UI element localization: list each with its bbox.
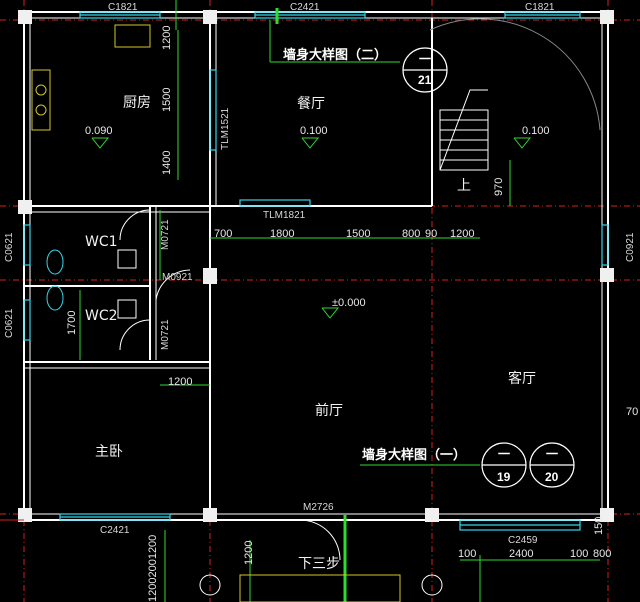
columns xyxy=(18,10,614,522)
dim-1400: 1400 xyxy=(161,151,173,175)
staircase xyxy=(429,18,601,171)
dim-800-b: 800 xyxy=(593,548,611,560)
dim-1200-bottom-mid: 1200 xyxy=(243,541,255,565)
code-c0621-a: C0621 xyxy=(4,232,15,262)
dim-1700: 1700 xyxy=(66,311,78,335)
dim-90: 90 xyxy=(425,228,437,240)
wc2-label: WC2 xyxy=(85,308,118,324)
dim-2400: 2400 xyxy=(509,548,533,560)
code-c1821-left: C1821 xyxy=(108,2,138,13)
living-room-label: 客厅 xyxy=(508,370,536,387)
living-level: 0.100 xyxy=(522,125,550,137)
dim-1500-mid: 1500 xyxy=(161,88,173,112)
dim-1200-row: 1200 xyxy=(450,228,474,240)
code-m0721-b: M0721 xyxy=(160,319,171,350)
bubble-19-number: 19 xyxy=(497,470,511,484)
code-tlm1821: TLM1821 xyxy=(263,210,306,221)
dim-100-a: 100 xyxy=(458,548,476,560)
wall-detail-1-title: 墙身大样图（一） xyxy=(362,447,466,463)
wc1-label: WC1 xyxy=(85,234,118,250)
level-markers xyxy=(91,137,532,319)
master-bedroom-label: 主卧 xyxy=(95,444,123,460)
dim-1500-row: 1500 xyxy=(346,228,370,240)
foyer-level: ±0.000 xyxy=(332,297,366,309)
stairs-up-label: 上 xyxy=(457,178,471,194)
bubble-20-number: 20 xyxy=(545,470,559,484)
porch xyxy=(199,574,443,602)
dim-150: 150 xyxy=(593,517,605,535)
code-c0921: C0921 xyxy=(625,232,636,262)
bubble-21-top: 一 xyxy=(419,52,431,66)
dim-1200-top: 1200 xyxy=(161,26,173,50)
wall-detail-2-title: 墙身大样图（二） xyxy=(283,47,387,63)
code-c2421-top: C2421 xyxy=(290,2,320,13)
dining-label: 餐厅 xyxy=(297,96,325,112)
code-c1821-right: C1821 xyxy=(525,2,555,13)
dim-100-b: 100 xyxy=(570,548,588,560)
foyer-label: 前厅 xyxy=(315,402,343,419)
bubble-19-top: 一 xyxy=(498,447,510,461)
code-c2459: C2459 xyxy=(508,535,538,546)
dimension-lines xyxy=(0,0,600,602)
kitchen-label: 厨房 xyxy=(123,95,151,111)
steps-down-label: 下三步 xyxy=(298,556,340,572)
dim-700: 700 xyxy=(214,228,232,240)
windows xyxy=(23,11,609,531)
bubble-20-top: 一 xyxy=(546,447,558,461)
callout-bubbles xyxy=(402,47,575,488)
code-m0921: M0921 xyxy=(162,272,193,283)
dim-970: 970 xyxy=(493,178,505,196)
door-swings xyxy=(119,209,341,561)
code-tlm1521: TLM1521 xyxy=(220,107,231,150)
code-m2726: M2726 xyxy=(303,502,334,513)
sliding-doors xyxy=(209,69,311,207)
dim-70: 70 xyxy=(626,406,638,418)
code-c2421-bottom: C2421 xyxy=(100,525,130,536)
dim-1200-vertical-stack: 12002001200 xyxy=(147,535,159,602)
code-c0621-b: C0621 xyxy=(4,308,15,338)
dining-level: 0.100 xyxy=(300,125,328,137)
dim-800: 800 xyxy=(402,228,420,240)
dim-1800: 1800 xyxy=(270,228,294,240)
code-m0721-a: M0721 xyxy=(160,219,171,250)
kitchen-fixtures xyxy=(31,24,151,131)
kitchen-level: 0.090 xyxy=(85,125,113,137)
dim-1200-master: 1200 xyxy=(168,376,192,388)
wc-fixtures xyxy=(46,249,137,319)
bubble-21-number: 21 xyxy=(418,73,432,87)
